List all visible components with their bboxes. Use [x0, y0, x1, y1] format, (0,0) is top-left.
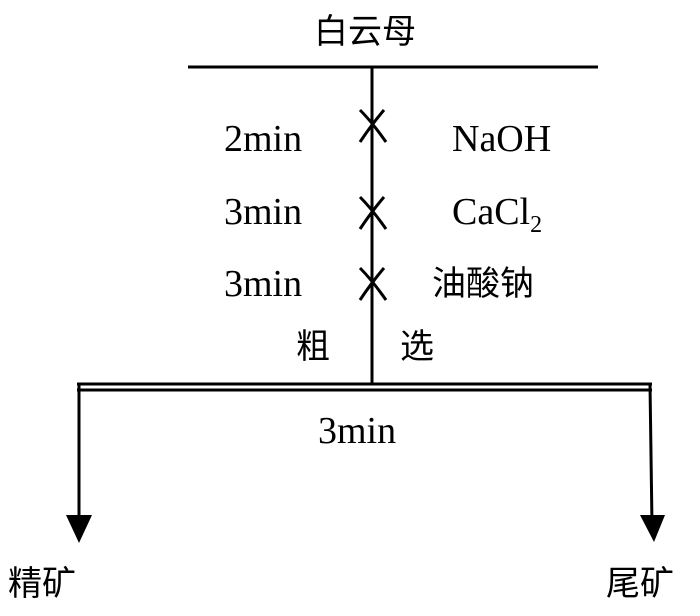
stage-label-right: 选: [400, 327, 434, 367]
stage-label-left: 粗: [296, 327, 330, 367]
stage-time: 3min: [318, 410, 397, 452]
step-2-time: 3min: [224, 191, 303, 233]
output-right: 尾矿: [606, 564, 674, 604]
left-arrowhead: [66, 515, 92, 543]
feed-title: 白云母: [314, 12, 416, 52]
step-2-reagent: CaCl2: [452, 190, 542, 247]
reagent-mark-1: [358, 108, 388, 143]
step-2-reagent-subscript: 2: [530, 212, 543, 238]
step-1-reagent: NaOH: [452, 118, 552, 160]
output-left: 精矿: [8, 564, 76, 604]
right-arrowhead: [640, 515, 665, 542]
step-3-time: 3min: [224, 263, 303, 305]
step-1-time: 2min: [224, 118, 303, 160]
step-3-reagent: 油酸钠: [432, 264, 534, 304]
reagent-mark-2: [358, 195, 388, 230]
right-output-line: [648, 383, 654, 526]
reagent-mark-3: [358, 266, 388, 301]
step-2-reagent-main: CaCl: [452, 191, 531, 233]
